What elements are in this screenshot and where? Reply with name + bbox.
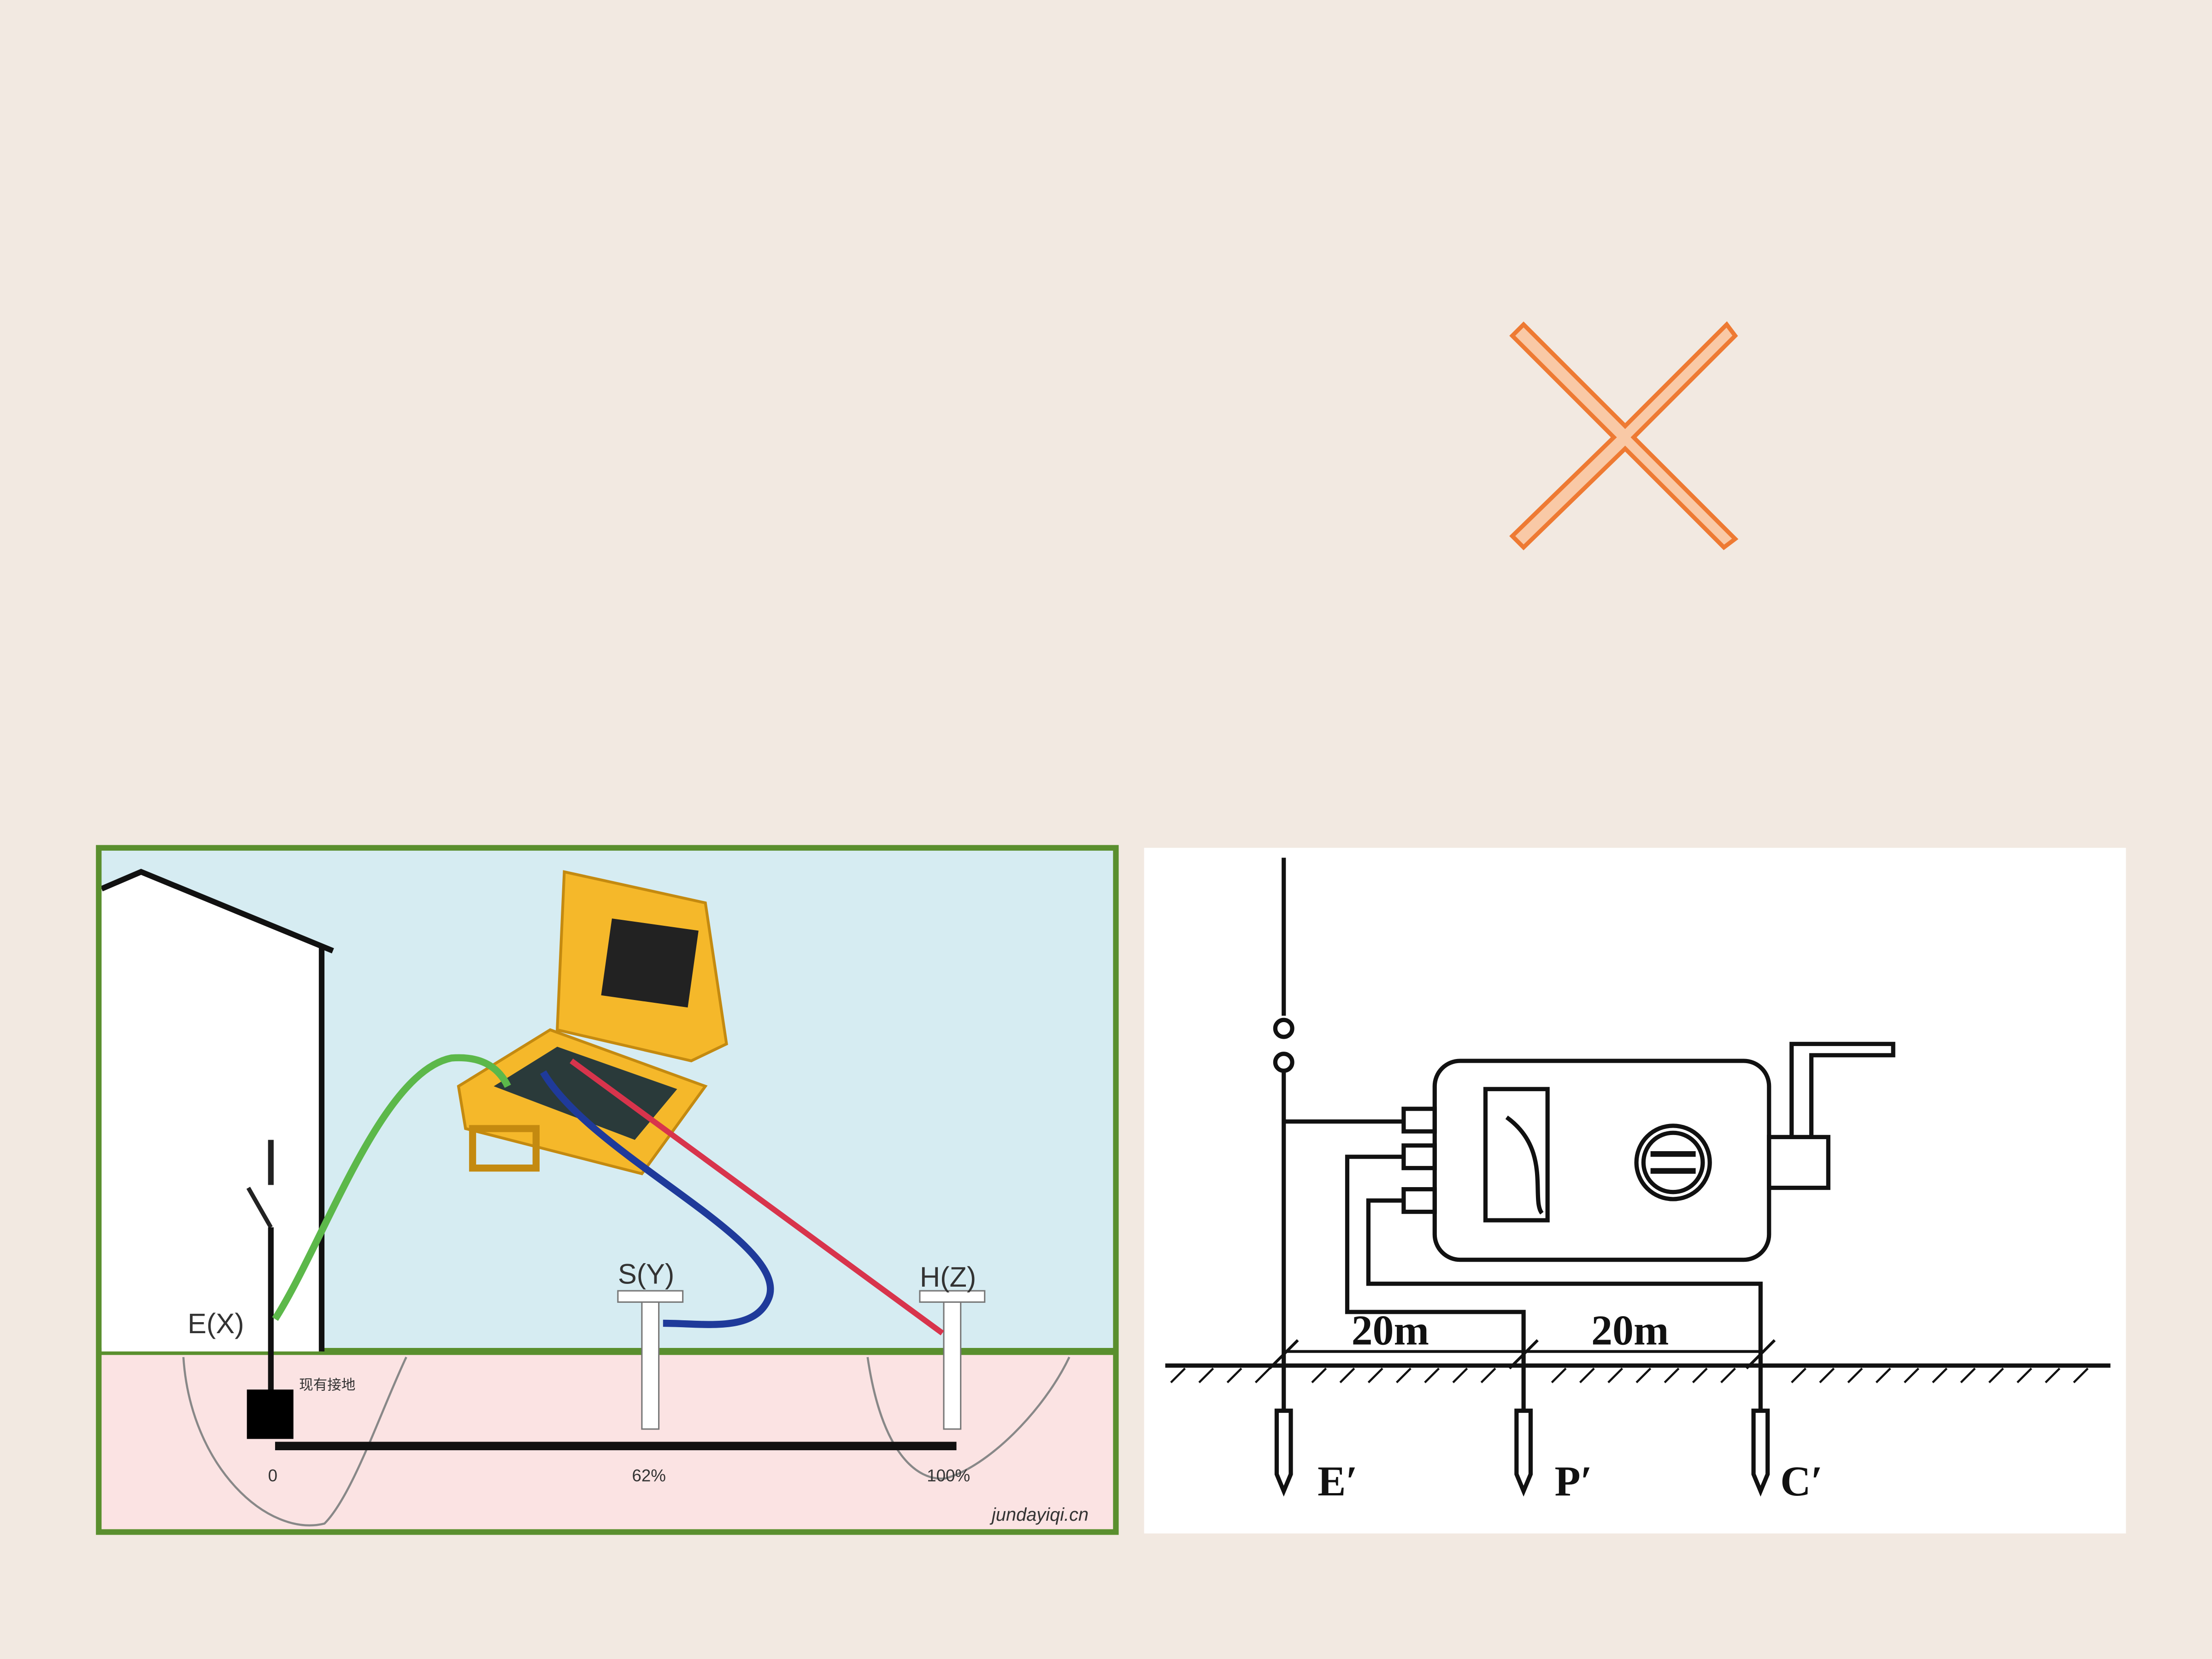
stake-s (617, 1290, 684, 1430)
zone-e (182, 1356, 407, 1527)
wire-c (1366, 1198, 1763, 1411)
earth-tester-device (457, 870, 728, 1176)
electrode-p (1514, 1408, 1533, 1497)
electrode-c (1751, 1408, 1770, 1497)
switch-blade (246, 1187, 273, 1229)
wire-p (1345, 1154, 1526, 1411)
right-background (1144, 847, 2126, 1534)
meter-knob (1634, 1124, 1712, 1201)
scale-100-label: 100% (927, 1466, 970, 1485)
ground-label: 现有接地 (299, 1377, 355, 1393)
meter-dial (1483, 1087, 1550, 1223)
ground-hatching (1170, 1367, 2089, 1383)
left-frame (96, 845, 1119, 1535)
cross-icon (1509, 321, 1739, 551)
electrode-e (1274, 1408, 1293, 1497)
crank-handle (1789, 1041, 1895, 1137)
left-diagram-fall-of-potential: E(X) S(Y) H(Z) 现有接地 0 62% 100% jundayiqi… (96, 845, 1119, 1535)
crank-housing (1767, 1135, 1830, 1190)
building-roof (100, 869, 334, 953)
terminal-e-label: E(X) (188, 1308, 244, 1339)
soil-area (99, 1351, 1116, 1532)
terminal-s-label: S(Y) (618, 1259, 674, 1290)
terminal-h-label: H(Z) (920, 1261, 976, 1293)
red-wire (570, 1059, 944, 1335)
distance-label-2: 20m (1591, 1306, 1669, 1353)
electrode-e-label: E′ (1318, 1458, 1358, 1505)
electrode-p-label: P′ (1554, 1458, 1592, 1505)
scale-0-label: 0 (268, 1466, 277, 1485)
scale-62-label: 62% (632, 1466, 666, 1485)
right-diagram-three-pole-method (1144, 847, 2126, 1534)
building (101, 871, 332, 1352)
zone-h (866, 1356, 1071, 1480)
meter-knob-inner (1641, 1130, 1705, 1194)
distance-label-1: 20m (1352, 1306, 1429, 1353)
blue-wire (540, 1070, 774, 1328)
stake-h (919, 1290, 986, 1430)
electrode-c-label: C′ (1780, 1458, 1823, 1505)
terminal-circle-1 (1273, 1018, 1294, 1039)
cross-shape (1509, 321, 1739, 551)
meter-needle-arc (1505, 1115, 1544, 1215)
green-wire (272, 1054, 511, 1321)
watermark: jundayiqi.cn (989, 1505, 1088, 1525)
existing-ground-electrode (247, 1389, 294, 1439)
